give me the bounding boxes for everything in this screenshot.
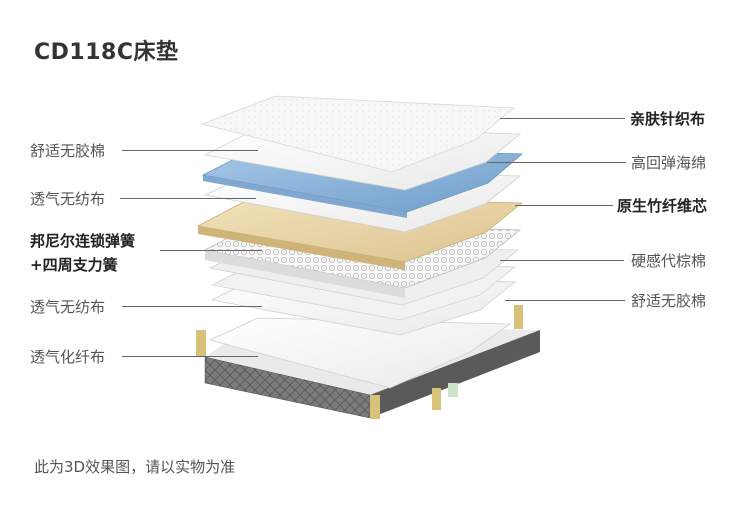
leader-line-left-fabric-bottom xyxy=(122,306,262,307)
leader-line-left-fiber xyxy=(122,356,258,357)
page-title: CD118C床垫 xyxy=(34,40,179,65)
label-spring-line1: 邦尼尔连锁弹簧 xyxy=(30,232,136,250)
label-skin-knit: 亲肤针织布 xyxy=(630,110,706,128)
leader-line-right-foam xyxy=(487,162,626,163)
label-breathable-fabric-bottom: 透气无纺布 xyxy=(30,298,106,316)
leader-line-left-spring xyxy=(160,250,262,251)
label-bamboo-core: 原生竹纤维芯 xyxy=(617,197,708,215)
leader-line-right-bamboo xyxy=(515,205,613,206)
layer-breathable-fiber xyxy=(208,317,512,389)
leader-line-right-latex xyxy=(505,300,625,301)
corner-support-front-right xyxy=(432,388,441,410)
label-comfort-latex-left: 舒适无胶棉 xyxy=(30,142,106,160)
leader-line-left-comfort-latex xyxy=(122,150,258,151)
leader-line-right-palm xyxy=(500,260,624,261)
disclaimer-note: 此为3D效果图，请以实物为准 xyxy=(34,458,236,476)
label-comfort-latex-right: 舒适无胶棉 xyxy=(631,292,707,310)
label-spring-line2: +四周支力簧 xyxy=(30,256,118,274)
layer-skin-knit xyxy=(200,95,516,173)
label-tag xyxy=(448,383,458,397)
corner-support-back-right xyxy=(514,305,523,329)
corner-support-left xyxy=(196,330,206,356)
leader-line-left-fabric-top xyxy=(120,198,256,199)
label-breathable-fiber: 透气化纤布 xyxy=(30,348,106,366)
label-breathable-fabric-top: 透气无纺布 xyxy=(30,190,106,208)
leader-line-right-knit xyxy=(500,118,625,119)
label-hard-palm: 硬感代棕棉 xyxy=(631,252,707,270)
corner-support-front xyxy=(370,395,380,419)
label-hr-foam: 高回弹海绵 xyxy=(631,154,707,172)
